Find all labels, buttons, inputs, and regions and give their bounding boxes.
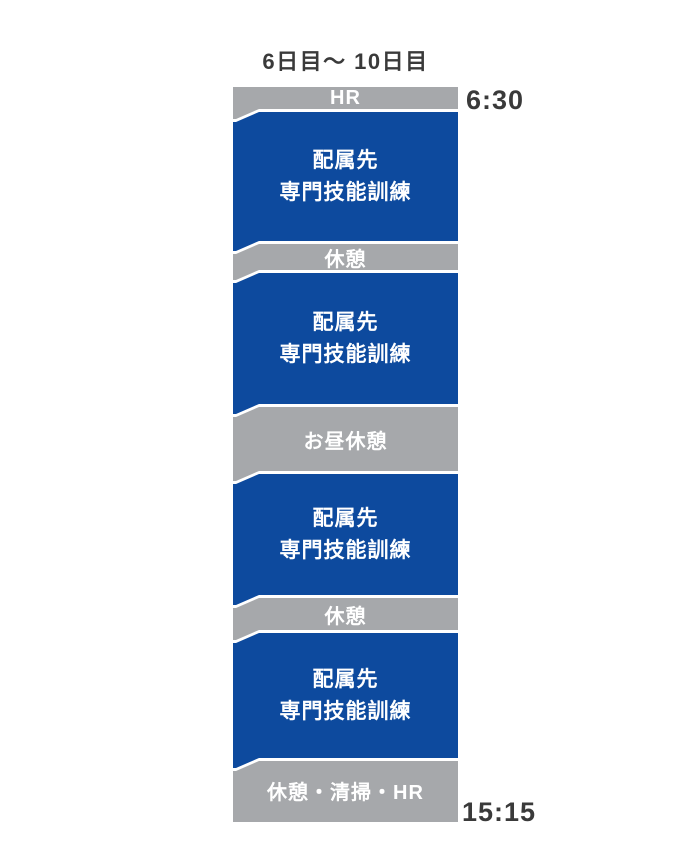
page-title: 6日目～ 10日目: [262, 49, 429, 74]
band-shape-break: [233, 407, 458, 481]
band-shape-training: [233, 633, 458, 768]
band-label: 配属先 専門技能訓練: [279, 668, 412, 723]
band-shape-training: [233, 474, 458, 605]
band-label: 配属先 専門技能訓練: [279, 311, 412, 366]
band-label: 休憩: [324, 605, 367, 628]
band-label: 休憩・清掃・HR: [267, 782, 424, 805]
band-shape-break: [233, 761, 458, 822]
band-shape-training: [233, 273, 458, 414]
band-shape-training: [233, 112, 458, 251]
band-label: 配属先 専門技能訓練: [279, 149, 412, 204]
end-time-label: 15:15: [462, 797, 537, 827]
band-label: お昼休憩: [303, 430, 388, 453]
band-shape-break: [233, 598, 458, 640]
band-label: 配属先 専門技能訓練: [279, 507, 412, 562]
band-label: 休憩: [324, 248, 367, 271]
start-time-label: 6:30: [466, 85, 525, 115]
band-shape-break: [233, 244, 458, 280]
schedule-bands-svg: [233, 87, 458, 822]
band-shape-break: [233, 87, 458, 119]
band-label: HR: [330, 87, 361, 110]
